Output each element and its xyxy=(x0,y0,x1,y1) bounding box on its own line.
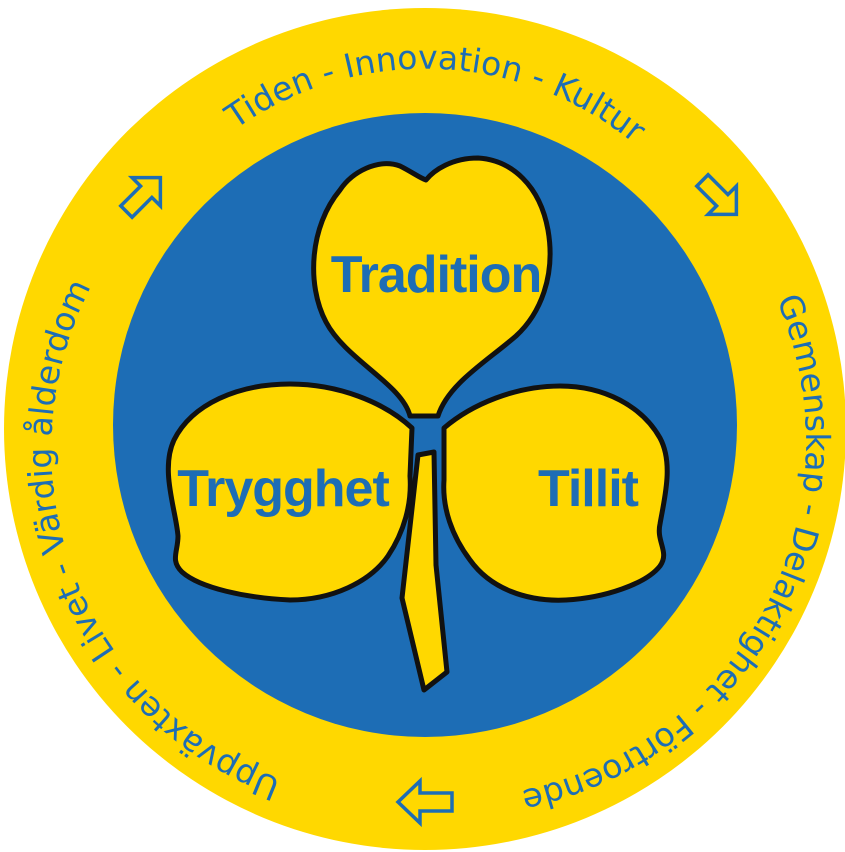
trefoil xyxy=(165,155,670,693)
leaf-left xyxy=(165,381,415,603)
arrow-down-right-icon xyxy=(694,172,739,217)
leaf-left-label: Trygghet xyxy=(177,460,389,518)
leaf-right-label: Tillit xyxy=(538,460,639,518)
trefoil-stem xyxy=(399,449,450,693)
leaf-right xyxy=(441,383,670,603)
leaf-top-label: Tradition xyxy=(331,246,542,304)
arrow-left-icon xyxy=(395,776,454,828)
leaf-top xyxy=(311,155,553,419)
arrow-up-right-icon xyxy=(118,175,163,220)
